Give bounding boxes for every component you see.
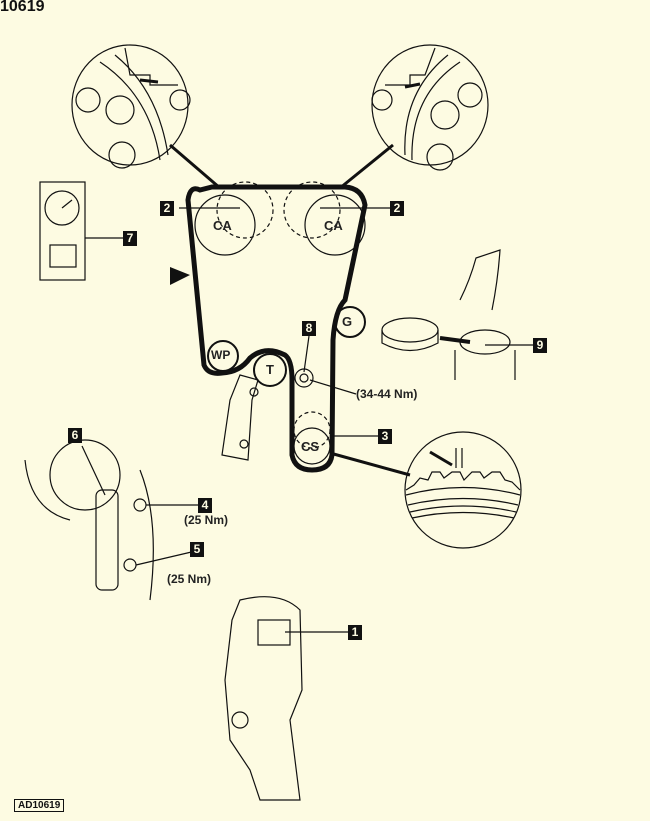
torque-bolt-4: (25 Nm): [184, 513, 229, 527]
camshaft-detail-left: [71, 44, 191, 169]
locking-pin-tool: [24, 439, 205, 601]
callout-3: 3: [378, 429, 392, 444]
timing-tool: [381, 249, 540, 380]
water-pump-pulley: WP: [211, 348, 231, 362]
tensioner-pulley: T: [266, 362, 274, 377]
guide-pulley: G: [342, 314, 353, 329]
crankshaft-detail: [404, 431, 522, 549]
gauge-tool: [39, 181, 86, 281]
callout-1: 1: [348, 625, 362, 640]
timing-cover: [224, 596, 348, 801]
callout-5: 5: [190, 542, 204, 557]
callout-2-right: 2: [390, 201, 404, 216]
callout-8: 8: [302, 321, 316, 336]
reference-code: AD10619: [14, 799, 65, 812]
torque-bolt-5: (25 Nm): [167, 572, 212, 586]
camshaft-pulley-left: CA: [213, 218, 232, 233]
callout-2-left: 2: [160, 201, 174, 216]
diagram-number: 10619: [0, 0, 45, 15]
callout-9: 9: [533, 338, 547, 353]
camshaft-detail-right: [371, 44, 489, 171]
callout-4: 4: [198, 498, 212, 513]
callout-7: 7: [123, 231, 137, 246]
timing-belt: [185, 184, 368, 473]
callout-6: 6: [68, 428, 82, 443]
crankshaft-pulley: CS: [301, 439, 320, 454]
camshaft-pulley-right: CA: [324, 218, 343, 233]
torque-tensioner: (34-44 Nm): [356, 387, 418, 401]
